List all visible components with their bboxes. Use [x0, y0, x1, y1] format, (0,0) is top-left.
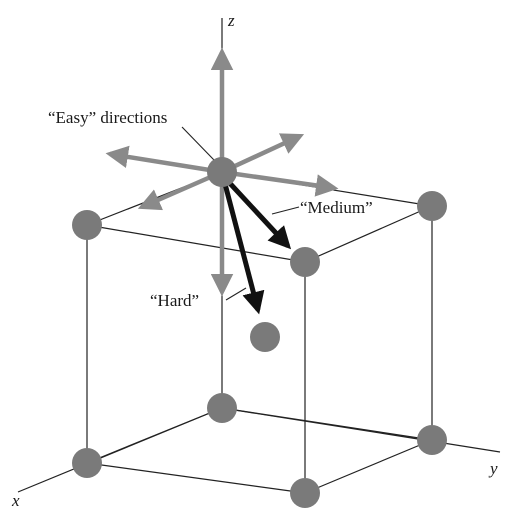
y-axis-line: [222, 408, 500, 452]
atom-top-back-left: [72, 210, 102, 240]
z-axis-label: z: [227, 11, 235, 30]
easy-arrow-right: [222, 172, 334, 188]
y-axis-label: y: [488, 459, 498, 478]
label-pointers: [182, 127, 299, 300]
easy-pointer: [182, 127, 214, 160]
medium-pointer: [272, 207, 299, 214]
hard-pointer: [226, 288, 246, 300]
atom-bottom-left: [72, 448, 102, 478]
atom-bottom-right: [417, 425, 447, 455]
hard-label: “Hard”: [150, 291, 199, 310]
atom-bottom-front: [290, 478, 320, 508]
x-axis-line: [18, 408, 222, 492]
atom-top-back: [207, 157, 237, 187]
cube-edge: [87, 463, 305, 493]
cube-edge: [305, 440, 432, 493]
easy-arrow-left: [110, 154, 222, 172]
easy-directions-label: “Easy” directions: [48, 108, 167, 127]
atoms: [72, 157, 447, 508]
black-arrows: [224, 178, 288, 310]
axes: [18, 18, 500, 492]
atom-top-front: [290, 247, 320, 277]
x-axis-label: x: [11, 491, 20, 510]
medium-label: “Medium”: [300, 198, 373, 217]
atom-bottom-origin: [207, 393, 237, 423]
atom-top-right: [417, 191, 447, 221]
atom-body-center: [250, 322, 280, 352]
